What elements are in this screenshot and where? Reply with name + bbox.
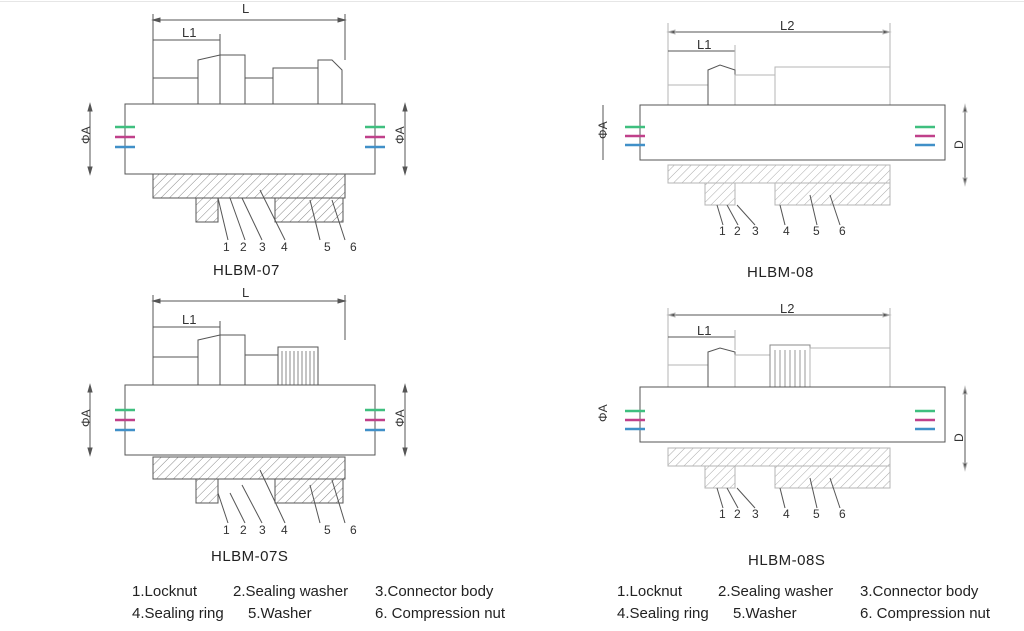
part-label-1: 1 [223,240,230,254]
dia-label-right: ΦA [393,126,407,144]
legend-item-sealing-washer: 2.Sealing washer [718,583,834,600]
part-label-2: 2 [734,507,741,521]
dia-label-right: ΦA [393,409,407,427]
legend-item-locknut: 1.Locknut [617,583,683,600]
dia-label-left: ΦA [79,409,93,427]
part-label-6: 6 [839,507,846,521]
part-label-6: 6 [350,523,357,537]
part-label-2: 2 [240,523,247,537]
l1-label: L1 [182,312,196,327]
part-label-3: 3 [259,240,266,254]
caption-hlbm-08s: HLBM-08S [748,552,826,569]
part-label-5: 5 [813,224,820,238]
part-label-3: 3 [259,523,266,537]
part-label-4: 4 [783,224,790,238]
legend-item-sealing-ring: 4.Sealing ring [132,605,224,622]
part-label-5: 5 [813,507,820,521]
diagram-hlbm-08s: L2 L1 ΦA D 1 2 3 4 5 6 [596,301,968,521]
dia-label-left: ΦA [79,126,93,144]
diagram-hlbm-07: L L1 ΦA ΦA 1 2 3 4 5 6 [79,1,408,254]
legend-item-sealing-washer: 2.Sealing washer [233,583,349,600]
caption-hlbm-07: HLBM-07 [213,262,280,279]
legend-item-connector-body: 3.Connector body [375,583,494,600]
part-label-4: 4 [281,240,288,254]
part-label-2: 2 [734,224,741,238]
part-label-1: 1 [223,523,230,537]
dia-label-left: ΦA [596,404,610,422]
l1-label: L1 [697,323,711,338]
part-label-1: 1 [719,507,726,521]
legend-item-washer: 5.Washer [248,605,312,622]
l1-label: L1 [182,25,196,40]
part-label-6: 6 [839,224,846,238]
part-label-4: 4 [281,523,288,537]
caption-hlbm-07s: HLBM-07S [211,548,289,565]
length-label: L [242,285,249,300]
part-label-5: 5 [324,240,331,254]
part-label-2: 2 [240,240,247,254]
length-label: L2 [780,18,794,33]
legend-item-compression-nut: 6. Compression nut [375,605,506,622]
legend-item-compression-nut: 6. Compression nut [860,605,991,622]
length-label: L2 [780,301,794,316]
caption-hlbm-08: HLBM-08 [747,264,814,281]
legend-item-connector-body: 3.Connector body [860,583,979,600]
part-label-6: 6 [350,240,357,254]
dia-label-left: ΦA [596,121,610,139]
part-label-1: 1 [719,224,726,238]
dia-label-right: D [952,433,966,442]
top-divider [0,1,1024,2]
part-label-3: 3 [752,507,759,521]
part-label-5: 5 [324,523,331,537]
legend-right: 1.Locknut 2.Sealing washer 3.Connector b… [617,581,1017,625]
diagram-hlbm-07s: L L1 ΦA ΦA 1 2 3 4 5 6 [79,285,408,537]
l1-label: L1 [697,37,711,52]
legend-item-locknut: 1.Locknut [132,583,198,600]
length-label: L [242,1,249,16]
legend-item-washer: 5.Washer [733,605,797,622]
dia-label-right: D [952,140,966,149]
part-label-4: 4 [783,507,790,521]
legend-item-sealing-ring: 4.Sealing ring [617,605,709,622]
legend-left: 1.Locknut 2.Sealing washer 3.Connector b… [132,581,552,625]
diagram-hlbm-08: L2 L1 ΦA D 1 2 3 4 5 6 [596,18,968,238]
part-label-3: 3 [752,224,759,238]
